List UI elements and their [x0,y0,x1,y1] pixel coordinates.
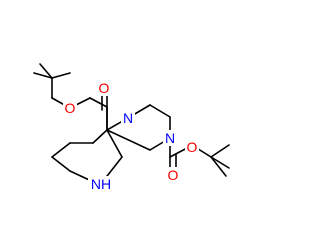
bond [51,72,71,79]
bond [51,142,71,158]
atom-ring-n-right: N [165,130,175,146]
bond [89,97,108,108]
bond [51,156,71,172]
atom-ring-n-left: N [123,110,133,126]
bond [210,156,227,177]
structure-canvas: O O N N O O NH [33,63,230,192]
atom-labels: O O N N O O NH [63,80,199,192]
atom-carbonyl-o-right: O [168,167,179,183]
bond [149,104,171,118]
atom-piperidine-nh: NH [91,176,111,192]
bond [33,72,53,79]
bond [210,156,230,169]
bond [39,63,53,79]
bond [106,129,151,151]
bond [210,144,230,158]
atom-carbonyl-o-left: O [99,80,110,96]
bond [92,129,108,144]
atom-ester-o-left: O [65,100,76,116]
atom-ester-o-right: O [187,139,198,155]
molecule-structure: O O N N O O NH [33,63,230,192]
bond [106,129,123,158]
